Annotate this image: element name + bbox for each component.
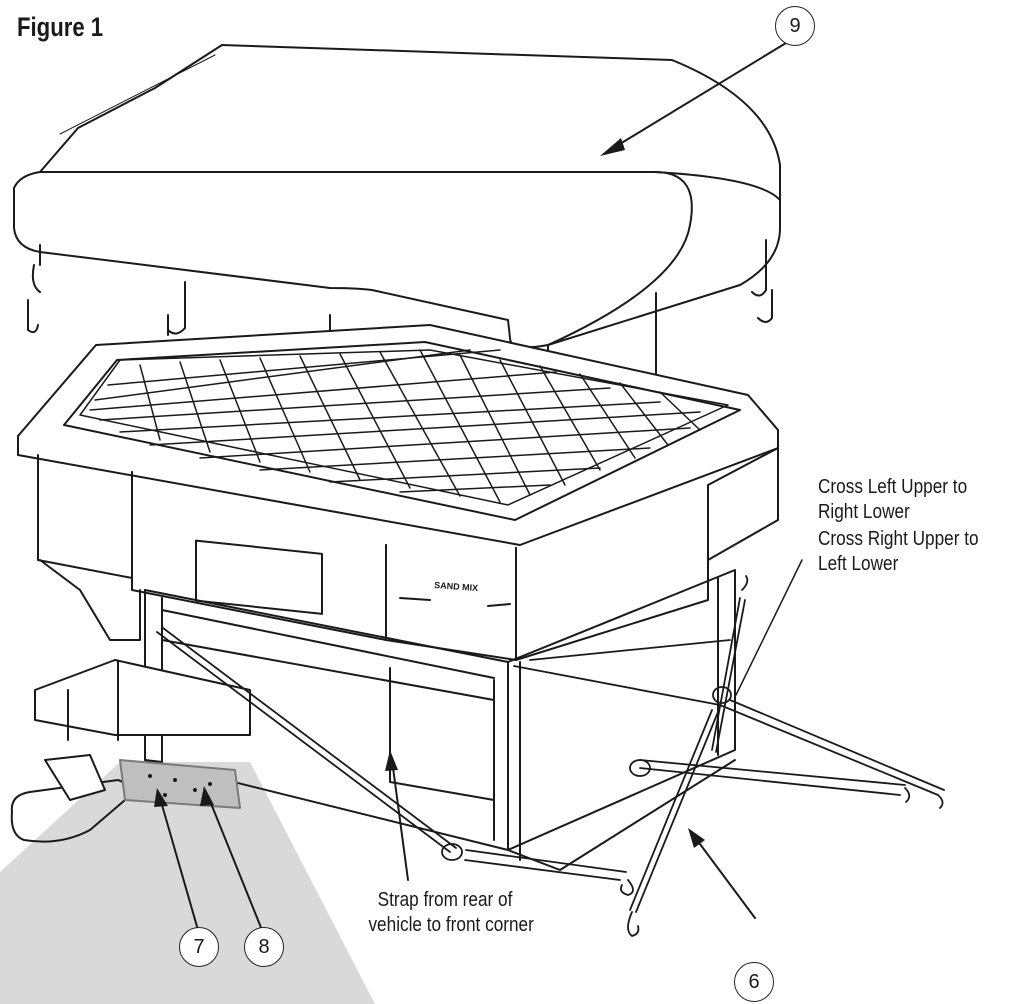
note-cross-left: Cross Left Upper to Right Lower <box>818 476 968 523</box>
straps <box>156 575 945 937</box>
arrowheads <box>154 138 705 848</box>
note-cross-right: Cross Right Upper to Left Lower <box>818 528 979 575</box>
mounting-bracket <box>119 759 241 809</box>
arrow-6 <box>693 835 756 919</box>
line-cross <box>735 559 803 696</box>
arrow-9 <box>609 42 787 151</box>
callout-8: 8 <box>244 927 284 967</box>
callout-7: 7 <box>179 927 219 967</box>
callout-6: 6 <box>734 962 774 1002</box>
grate <box>79 349 729 506</box>
arrow-8 <box>207 795 263 931</box>
figure-title: Figure 1 <box>17 12 104 42</box>
hopper-label: SAND MIX <box>434 580 479 593</box>
arrow-strap <box>391 759 409 881</box>
arrow-7 <box>159 797 199 931</box>
callout-9: 9 <box>775 6 815 46</box>
leader-lines <box>159 42 803 931</box>
hopper-body <box>17 324 779 661</box>
note-strap-rear: Strap from rear of vehicle to front corn… <box>368 889 534 936</box>
